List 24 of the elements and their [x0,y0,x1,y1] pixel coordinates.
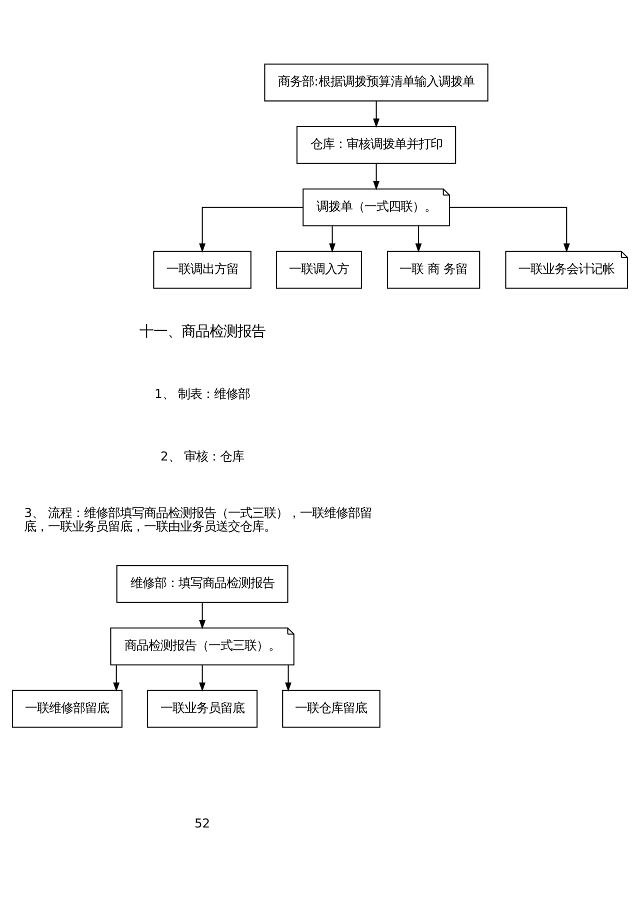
label: 十一、商品检测报告 [139,324,266,340]
node-box: 一联调入方 [276,250,362,288]
arrow [415,226,422,252]
node-box: 一联 商 务留 [387,250,480,288]
arrow [285,664,292,692]
label: 52 [194,816,210,830]
label: 1、 制表：维修部 [154,386,250,400]
node-box: 一联维修部留底 [12,689,122,728]
node-box: 一联调出方留 [153,250,252,288]
arrow [450,206,570,252]
node-box: 仓库：审核调拨单并打印 [296,126,456,164]
label: 2、 审核：仓库 [160,448,244,463]
arrow [373,100,380,128]
node-box: 一联仓库留底 [282,689,380,728]
arrow [329,226,336,252]
node-box: 一联业务员留底 [147,689,258,728]
arrow [113,664,120,692]
arrow [199,602,206,629]
arrow [199,664,206,692]
label: 3、 流程：维修部填写商品检测报告（一式三联），一联维修部留底，一联业务员留底，一联由业务员送交仓库。 [24,506,372,533]
arrow [373,163,380,190]
arrow [199,206,303,252]
node-box: 维修部：填写商品检测报告 [116,564,288,602]
node-box: 商务部:根据调拨预算清单输入调拨单 [264,63,488,101]
